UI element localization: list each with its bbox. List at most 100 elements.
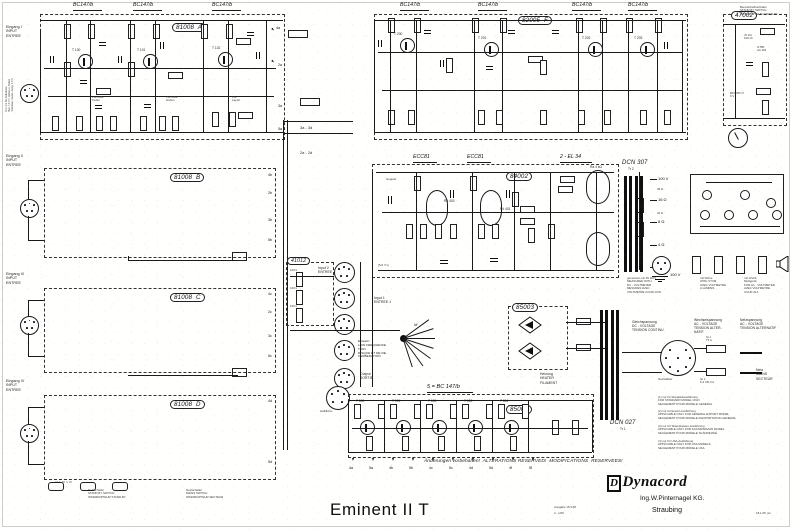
resistor-r600 xyxy=(576,318,591,325)
resistor-r515 xyxy=(552,420,559,435)
rule-bc147b-7 xyxy=(628,10,657,11)
supply-line-1 xyxy=(622,352,662,353)
transistor-t100 xyxy=(78,54,93,69)
terminal-arrow xyxy=(372,458,374,461)
resistor-r212 xyxy=(540,110,547,125)
selector-note: Hall/Echo xyxy=(320,409,333,413)
switch-symbol[interactable] xyxy=(112,482,128,491)
connector-top-1 xyxy=(288,30,308,38)
component-note-47002c: BZY 88 C7 6 V xyxy=(730,91,745,99)
rule-5xbc147 xyxy=(427,392,473,393)
vl-85002-4 xyxy=(456,400,457,452)
jack-label-input2: Input 2 ENTREE xyxy=(318,266,333,275)
transformer-dcn307 xyxy=(624,176,646,272)
vline-b4 xyxy=(502,20,503,132)
matrix-jack-3[interactable] xyxy=(766,198,776,208)
rule-bc147b-2 xyxy=(133,10,162,11)
device-label-el34: 2 - EL 34 xyxy=(560,154,581,160)
resistor-r601 xyxy=(576,344,591,351)
resistor-r200 xyxy=(388,18,395,33)
board-label-47002: 47002 xyxy=(731,11,758,20)
matrix-jack-6[interactable] xyxy=(748,210,758,220)
company-name: Ing.W.Pinternagel KG. xyxy=(640,495,705,502)
vline-c84-6 xyxy=(639,172,640,270)
terminal-arrow xyxy=(352,458,354,461)
rail-85003a xyxy=(566,322,608,323)
jack-socket-3[interactable] xyxy=(334,314,355,335)
vline-c84-7 xyxy=(372,172,373,270)
input-label-3: Eingang III INPUT ENTREE xyxy=(6,272,24,285)
matrix-jack-5[interactable] xyxy=(724,210,734,220)
resistor-r113 xyxy=(140,116,147,131)
bline-d2 xyxy=(28,407,44,408)
bline-c2 xyxy=(28,300,44,301)
vline-b2 xyxy=(416,20,417,132)
resistor-r101 xyxy=(88,24,95,39)
terminal-c-3c: 3c xyxy=(268,334,272,338)
device-label-bc147b-3: BC147/b xyxy=(212,2,233,8)
resistor-r217 xyxy=(528,56,543,63)
input-socket-2[interactable] xyxy=(20,199,39,218)
selector-socket[interactable] xyxy=(326,386,350,410)
switch-symbol[interactable] xyxy=(48,482,64,491)
mains-selector-socket[interactable] xyxy=(660,340,696,376)
mains-switch-note-bottom: Netzschalter MAINS SWITCH INTERRUPTEUR S… xyxy=(186,488,224,499)
transistor-t200 xyxy=(400,38,415,53)
vline-c84-1 xyxy=(416,172,417,270)
comp-note-41012c: 100 k xyxy=(290,304,298,308)
tube-ro401 xyxy=(480,190,502,226)
fuse-label: Si 1 T1 A xyxy=(706,335,712,343)
speaker-jack[interactable] xyxy=(736,256,745,274)
vline-c84-2 xyxy=(472,172,473,270)
matrix-jack-1[interactable] xyxy=(702,190,712,200)
tap-line xyxy=(650,179,657,180)
bline-d1 xyxy=(28,407,29,424)
bus-left-2 xyxy=(287,120,288,450)
speaker-jack[interactable] xyxy=(714,256,723,274)
board-outline-41012 xyxy=(286,262,334,326)
jack-socket-1[interactable] xyxy=(334,262,355,283)
logo-mark: D xyxy=(607,475,622,492)
transistor-ref-t101: T 101 xyxy=(137,48,146,52)
speaker-jack[interactable] xyxy=(758,256,767,274)
resistor-r105 xyxy=(96,116,103,131)
tap-line xyxy=(650,200,657,201)
tube-ref-ro401: Rö 401 xyxy=(500,207,511,211)
matrix-jack-2[interactable] xyxy=(740,190,750,200)
input-note-1: R1 / C1 für Aufnahme Ber. 7,5 V f. Höhen… xyxy=(5,78,15,112)
vline-b7 xyxy=(628,20,629,132)
meter-symbol xyxy=(728,128,748,148)
resistor-r402 xyxy=(406,224,413,239)
matrix-jack-7[interactable] xyxy=(772,210,782,220)
input-socket-4[interactable] xyxy=(20,424,39,443)
mix-line-2 xyxy=(372,262,373,387)
rail-bottom-a xyxy=(40,132,283,133)
terminal-a-3a: 3a xyxy=(278,104,282,108)
jack-socket-4[interactable] xyxy=(334,340,355,361)
bline-d3 xyxy=(28,464,44,465)
input-socket-1[interactable] xyxy=(20,84,39,103)
resistor-r123 xyxy=(229,112,236,127)
vline-c84-4 xyxy=(550,172,551,270)
terminal-b-3b: 3b xyxy=(268,218,272,222)
board-label-81008b: 81008 B xyxy=(170,173,205,182)
terminal-arrow xyxy=(392,458,394,461)
board-outline-81008d xyxy=(44,395,276,480)
rule-bc147b-5 xyxy=(478,10,507,11)
device-label-bc147b-6: BC147/b xyxy=(572,2,593,8)
tap-note-1: 35 Ω xyxy=(657,187,664,191)
input-socket-3[interactable] xyxy=(20,316,39,335)
terminal-b-4b: 4b xyxy=(268,173,272,177)
matrix-jack-4[interactable] xyxy=(700,210,710,220)
switch-symbol[interactable] xyxy=(80,482,96,491)
transistor-ref-t201: T 201 xyxy=(478,36,487,40)
logo-wordmark: Dynacord xyxy=(622,474,688,490)
output-matrix-box xyxy=(690,174,784,234)
bline-b1 xyxy=(28,180,29,199)
resistor-r404 xyxy=(435,224,442,239)
supply-note-dc: Gleichspannung DC - VOLTAGE TENSION CONT… xyxy=(632,320,664,333)
transistor-ref-t200: T 200 xyxy=(394,32,403,36)
jack-socket-2[interactable] xyxy=(334,288,355,309)
speaker-jack[interactable] xyxy=(692,256,701,274)
